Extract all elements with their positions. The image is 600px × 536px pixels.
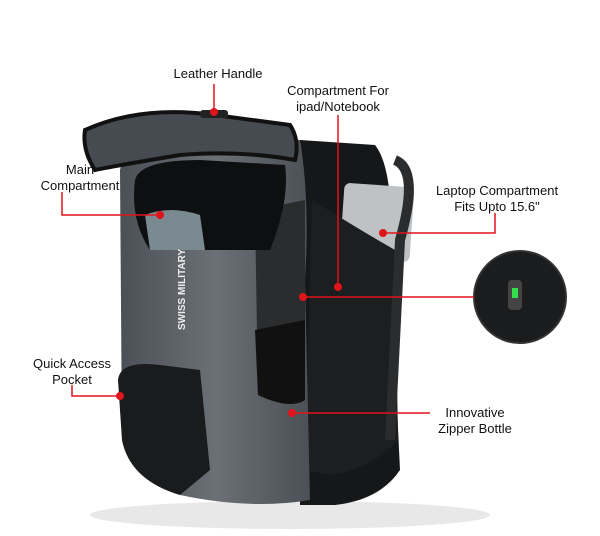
callout-text: Zipper Bottle	[438, 421, 512, 436]
bottle-pocket	[255, 320, 305, 404]
usb-port-light	[512, 288, 518, 298]
callout-text: Compartment For	[287, 83, 389, 98]
annotation-dots	[116, 108, 387, 417]
top-lid	[82, 110, 299, 173]
mesh-pocket	[305, 200, 398, 475]
clothes	[145, 210, 205, 250]
shoulder-strap	[385, 155, 414, 441]
callout-text: Main	[65, 162, 95, 177]
callout-text: Laptop Compartment	[435, 183, 559, 198]
callout-text: Compartment	[40, 178, 120, 193]
annotation-lines	[61, 84, 496, 414]
callout-text: ipad/Notebook	[296, 99, 380, 114]
brand-logo: SWISS MILITARY	[177, 249, 188, 330]
shadow	[90, 501, 490, 529]
callout-leather-handle: Leather Handle	[160, 66, 276, 82]
callout-text: Leather Handle	[173, 66, 263, 81]
callout-text: Innovative	[445, 405, 505, 420]
callout-text: Fits Upto 15.6"	[454, 199, 540, 214]
callout-text: Pocket	[52, 372, 92, 387]
quick-access-pocket	[118, 364, 210, 495]
callout-text: Quick Access	[32, 356, 112, 371]
